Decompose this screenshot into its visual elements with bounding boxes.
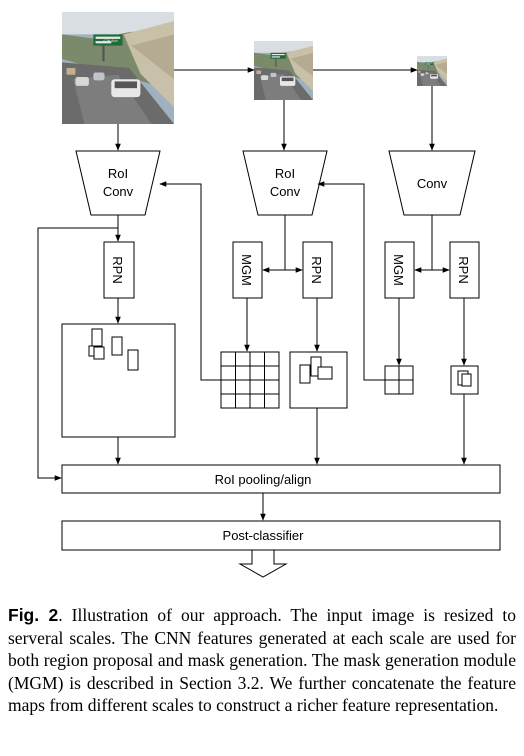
proposal-box [299, 364, 311, 384]
approach-diagram: 4 Tel Aviv RoI Conv RoI Conv Conv RPN [37, 12, 501, 578]
output-arrow [238, 549, 288, 578]
input-image-scale-3 [417, 56, 447, 86]
roi-conv-label-line1: RoI [275, 166, 295, 181]
conv-block-3: Conv [388, 150, 476, 216]
roi-conv-label-line2: Conv [103, 184, 134, 199]
conv-label: Conv [417, 176, 448, 191]
rpn-label: RPN [309, 256, 324, 283]
roi-pooling-label: RoI pooling/align [215, 472, 312, 487]
post-classifier-block: Post-classifier [61, 520, 501, 551]
mgm-label: MGM [239, 254, 254, 286]
figure-label: Fig. 2 [8, 605, 59, 625]
mask2-feedback-arrow [159, 181, 221, 381]
input-image-scale-2 [254, 41, 313, 100]
mgm-label: MGM [391, 254, 406, 286]
mgm-block-2: MGM [232, 241, 263, 299]
figure-caption: Fig. 2. Illustration of our approach. Th… [8, 604, 516, 717]
proposal-box [461, 373, 472, 387]
proposal-box [317, 366, 333, 380]
proposal-box [127, 349, 139, 371]
mgm-block-3: MGM [384, 241, 415, 299]
photo-sign-text: 4 Tel Aviv [103, 39, 118, 43]
roi-conv-block-1: RoI Conv [75, 150, 161, 216]
caption-text: . Illustration of our approach. The inpu… [8, 605, 516, 715]
rpn-label: RPN [456, 256, 471, 283]
mask-grid-3 [384, 365, 414, 395]
post-classifier-label: Post-classifier [223, 528, 305, 543]
rpn-block-2: RPN [302, 241, 333, 299]
proposal-box [111, 336, 123, 356]
proposal-map-2 [289, 351, 348, 409]
mask3-feedback-arrow [317, 181, 385, 381]
roi-pooling-block: RoI pooling/align [61, 464, 501, 494]
roi-conv-label-line1: RoI [108, 166, 128, 181]
input-image-scale-1: 4 Tel Aviv [62, 12, 174, 124]
rpn-block-1: RPN [103, 241, 135, 299]
proposal-map-3 [450, 365, 479, 395]
roi-conv-block-2: RoI Conv [242, 150, 328, 216]
roi-conv-label-line2: Conv [270, 184, 301, 199]
conv1-skip-connection [37, 227, 118, 481]
proposal-box [93, 346, 105, 360]
rpn-block-3: RPN [449, 241, 480, 299]
proposal-map-1 [61, 323, 176, 438]
mask-grid-2 [220, 351, 280, 409]
rpn-label: RPN [110, 256, 125, 283]
